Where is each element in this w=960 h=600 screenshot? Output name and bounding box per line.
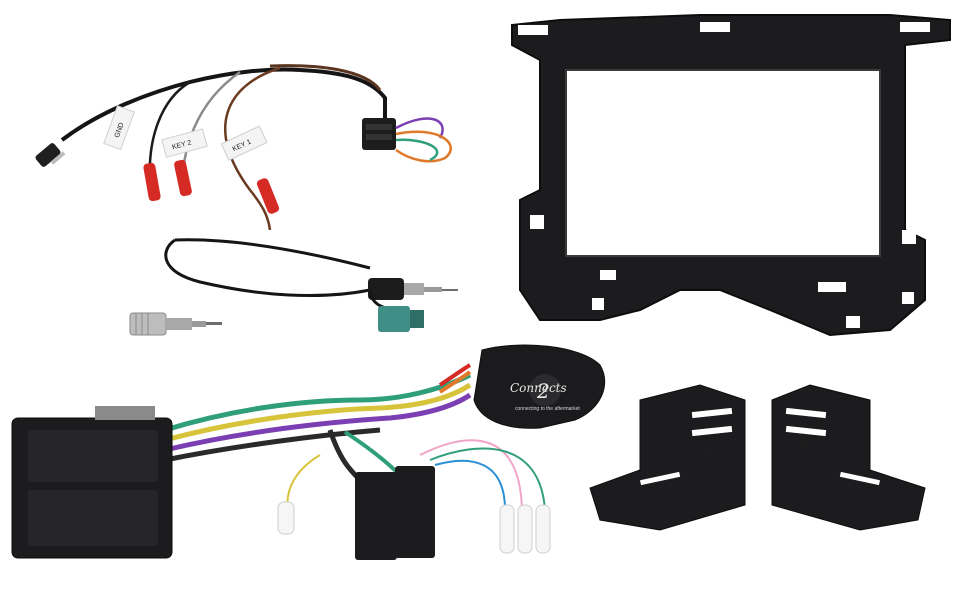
wire-tag-key1: KEY 1 (220, 125, 268, 161)
bracket-left-label: L (706, 445, 711, 454)
gnd-label: GND (114, 122, 126, 139)
audio-jack-plug (35, 143, 66, 167)
steering-interface-lead: GND KEY 2 KEY 1 (35, 64, 452, 231)
key2-label: KEY 2 (171, 139, 192, 151)
bracket-right-label: R (802, 439, 808, 448)
multi-pin-connector (362, 118, 396, 150)
control-box: Connects 2 connecting to the aftermarket (473, 344, 606, 429)
red-pin-connector (256, 178, 280, 214)
antenna-adaptor-cable (164, 238, 458, 332)
mounting-bracket-right: R (771, 384, 926, 531)
logo-tagline: connecting to the aftermarket (515, 406, 580, 412)
logo-script: Connects (510, 381, 567, 395)
quadlock-harness (11, 363, 551, 560)
antenna-din-adaptor (129, 312, 222, 336)
fascia-panel (511, 14, 951, 337)
wire-tag-key2: KEY 2 (161, 128, 208, 158)
mounting-bracket-left: L (589, 384, 746, 531)
wire-tag-gnd: GND (103, 105, 135, 151)
logo-number: 2 (536, 379, 550, 403)
red-pin-connector (174, 159, 192, 197)
red-pin-connector (143, 162, 161, 202)
fakra-connector (378, 306, 424, 332)
